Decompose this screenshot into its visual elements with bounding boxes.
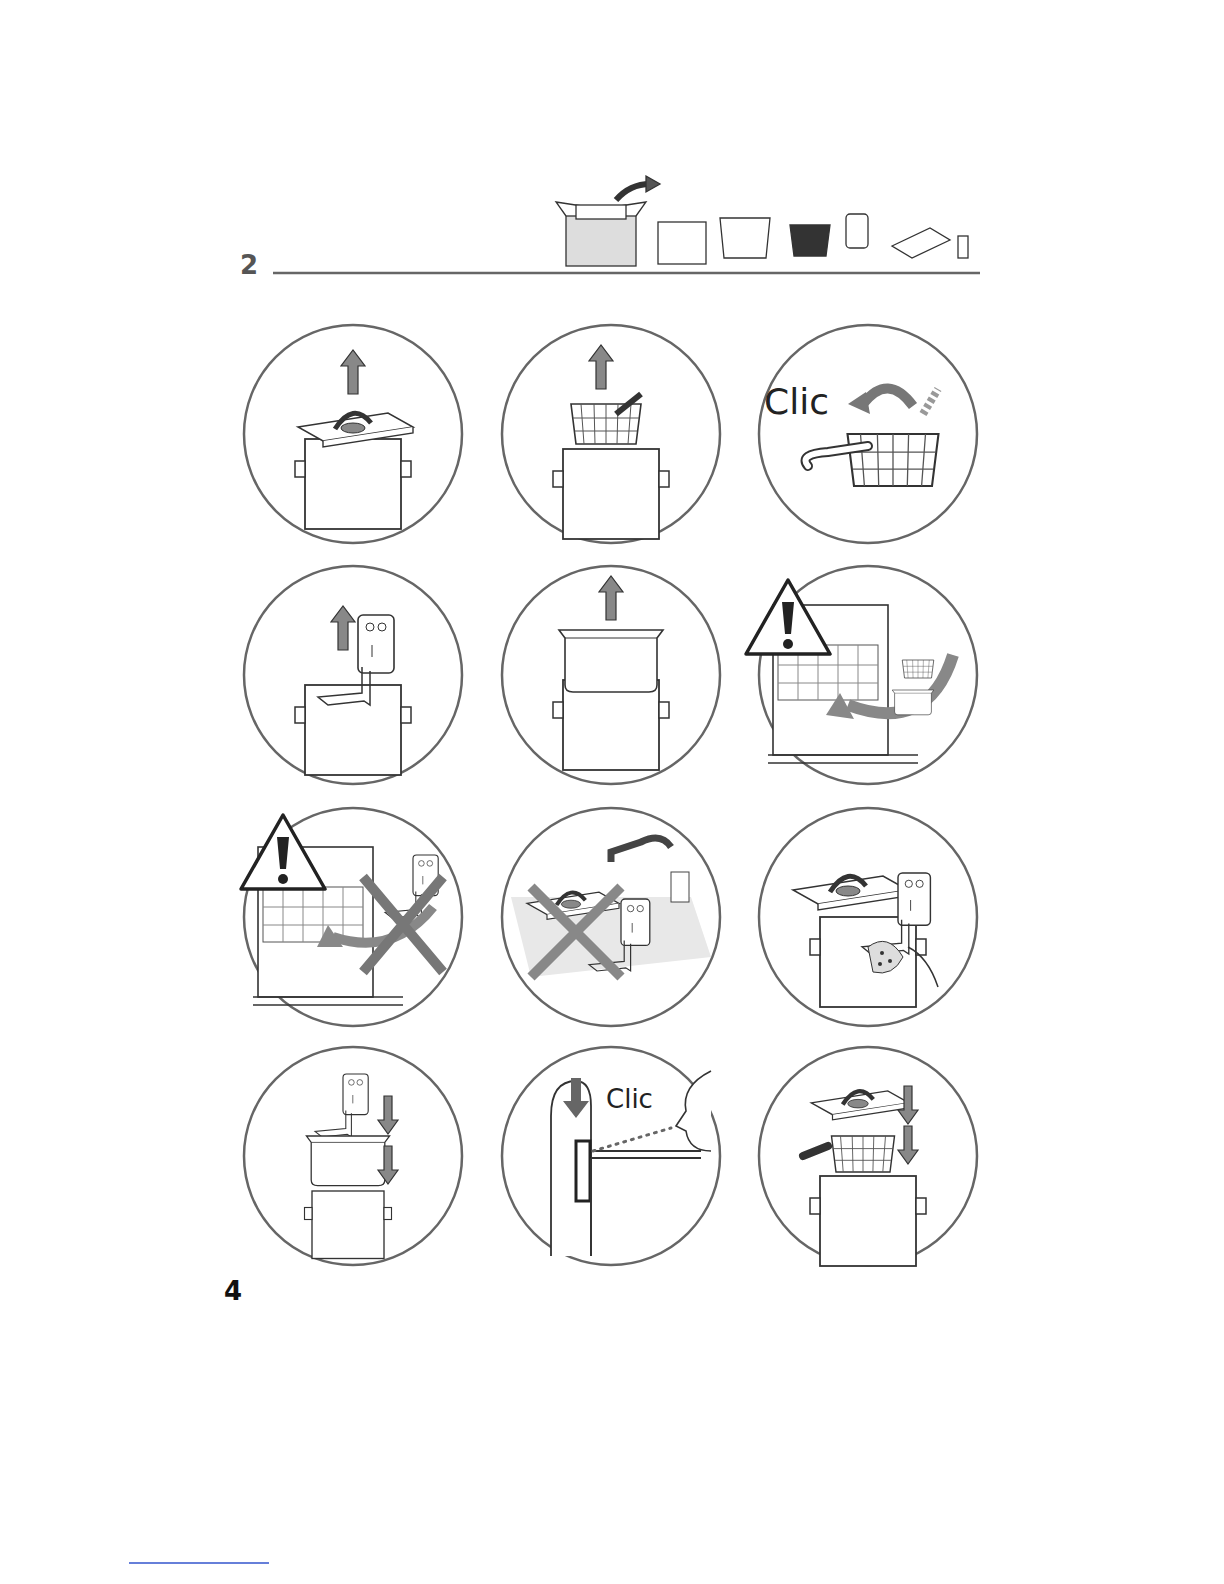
- page-number: 4: [224, 1278, 242, 1304]
- click-sound: Clic: [764, 384, 829, 420]
- header-rule: [273, 272, 980, 275]
- click-sound: Clic: [606, 1086, 653, 1112]
- step-circles: [244, 325, 977, 1265]
- page-number: 2: [240, 252, 258, 278]
- footnote-rule: [129, 1562, 269, 1564]
- header-icons: [556, 176, 968, 266]
